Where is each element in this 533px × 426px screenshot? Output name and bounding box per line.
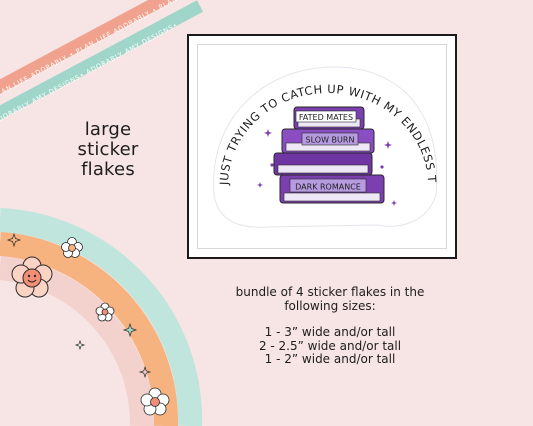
size-option-2in: 1 - 2” wide and/or tall (264, 352, 396, 366)
product-title: large sticker flakes (58, 120, 158, 180)
book-label-fated-mates: FATED MATES (299, 113, 353, 122)
book-middle (273, 152, 373, 176)
tbr-book-stack-sticker: JUST TRYING TO CATCH UP WITH MY ENDLESS … (198, 45, 438, 228)
size-option-3in: 1 - 3” wide and/or tall (264, 325, 396, 339)
sparkle-icon (391, 200, 397, 206)
size-option-2-5in: 2 - 2.5” wide and/or tall (258, 338, 402, 353)
title-line-3: flakes (81, 159, 135, 180)
sticker-preview-frame: JUST TRYING TO CATCH UP WITH MY ENDLESS … (187, 34, 457, 259)
smiley-flower-icon (11, 256, 53, 298)
sparkle-icon (264, 129, 272, 137)
flower-icon (95, 302, 115, 322)
book-fated-mates: FATED MATES (293, 106, 365, 130)
title-line-2: sticker (77, 139, 139, 160)
flower-icon (61, 237, 83, 258)
description-line-1: bundle of 4 sticker flakes in the (235, 285, 425, 299)
book-dark-romance: DARK ROMANCE (279, 174, 385, 204)
sparkle-icon (257, 182, 263, 188)
sparkle-icon (6, 232, 22, 248)
sparkle-icon (138, 365, 152, 379)
sparkle-icon (384, 141, 392, 149)
product-description: bundle of 4 sticker flakes in the follow… (210, 285, 450, 367)
dot-icon (270, 163, 274, 167)
sparkle-icon (122, 322, 138, 338)
description-line-2: following sizes: (284, 298, 376, 313)
dot-icon (380, 165, 384, 169)
flower-icon (140, 387, 170, 416)
book-label-slow-burn: SLOW BURN (306, 136, 355, 145)
sparkle-icon (74, 339, 86, 351)
book-label-dark-romance: DARK ROMANCE (295, 183, 361, 192)
sticker-preview-card: JUST TRYING TO CATCH UP WITH MY ENDLESS … (197, 44, 447, 249)
book-slow-burn: SLOW BURN (281, 128, 375, 154)
title-line-1: large (84, 119, 132, 140)
